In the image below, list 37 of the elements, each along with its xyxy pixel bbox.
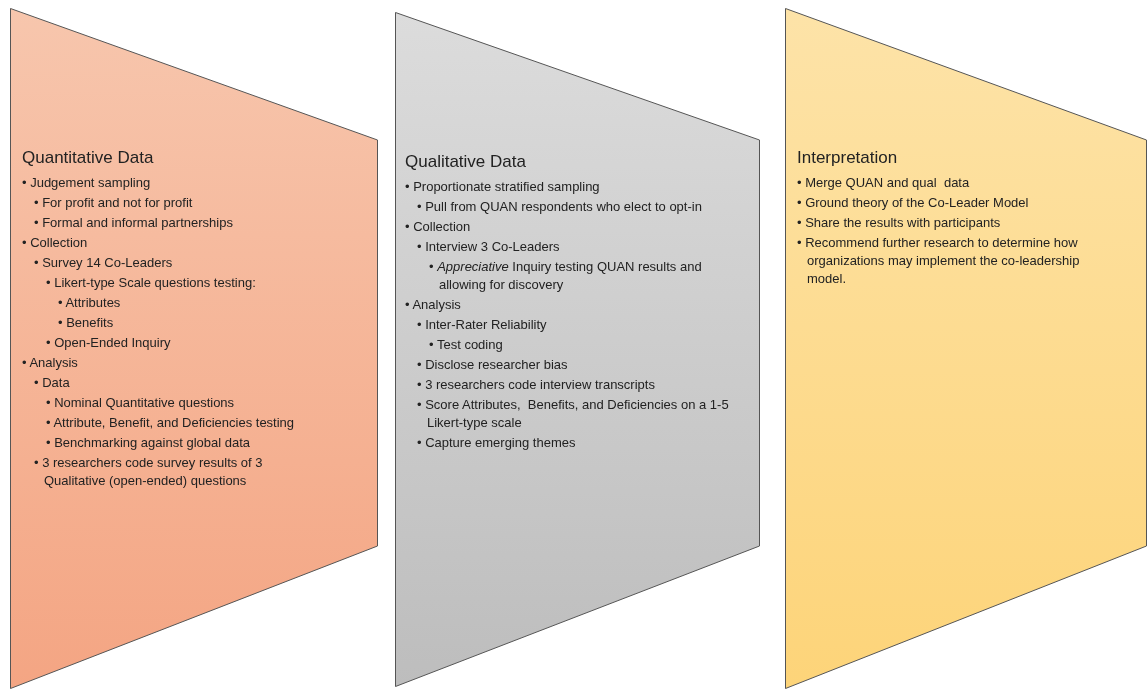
bullet-item: • Attributes [58,294,122,312]
bullet-item: • For profit and not for profit [34,194,194,212]
bullet-item: • Analysis [405,296,462,314]
bullet-item: • Recommend further research to determine how organizations may implement the co-leadership model. [797,234,1081,288]
bullet-item: • Judgement sampling [22,174,152,192]
bullet-item: • Likert-type Scale questions testing: [46,274,257,292]
panel-heading: Interpretation [797,147,899,169]
bullet-item: • Data [34,374,71,392]
bullet-item: • Collection [405,218,472,236]
bullet-item: • Open-Ended Inquiry [46,334,172,352]
bullet-item: • 3 researchers code survey results of 3 Qualitative (open-ended) questions [34,454,264,490]
bullet-item: • Share the results with participants [797,214,1002,232]
bullet-item: • Appreciative Inquiry testing QUAN results and allowing for discovery [429,258,703,294]
panel-heading: Quantitative Data [22,147,155,169]
bullet-item: • Attribute, Benefit, and Deficiencies testing [46,414,296,432]
bullet-item: • Score Attributes, Benefits, and Deficiencies on a 1-5 Likert-type scale [417,396,730,432]
trapezoid-panel [10,8,378,689]
bullet-item: • Analysis [22,354,79,372]
bullet-item: • Pull from QUAN respondents who elect to opt-in [417,198,703,216]
bullet-item: • Nominal Quantitative questions [46,394,236,412]
bullet-item: • 3 researchers code interview transcripts [417,376,656,394]
bullet-item: • Ground theory of the Co-Leader Model [797,194,1030,212]
bullet-item: • Proportionate stratified sampling [405,178,601,196]
panel-heading: Qualitative Data [405,151,527,173]
bullet-item: • Benefits [58,314,115,332]
bullet-item: • Inter-Rater Reliability [417,316,548,334]
bullet-item: • Disclose researcher bias [417,356,569,374]
bullet-item: • Merge QUAN and qual data [797,174,971,192]
trapezoid-panel [395,12,760,687]
bullet-item: • Collection [22,234,89,252]
bullet-item: • Interview 3 Co-Leaders [417,238,561,256]
bullet-item: • Capture emerging themes [417,434,577,452]
bullet-item: • Formal and informal partnerships [34,214,234,232]
bullet-item: • Test coding [429,336,504,354]
trapezoid-panel [785,8,1147,689]
bullet-item: • Survey 14 Co-Leaders [34,254,174,272]
bullet-item: • Benchmarking against global data [46,434,251,452]
